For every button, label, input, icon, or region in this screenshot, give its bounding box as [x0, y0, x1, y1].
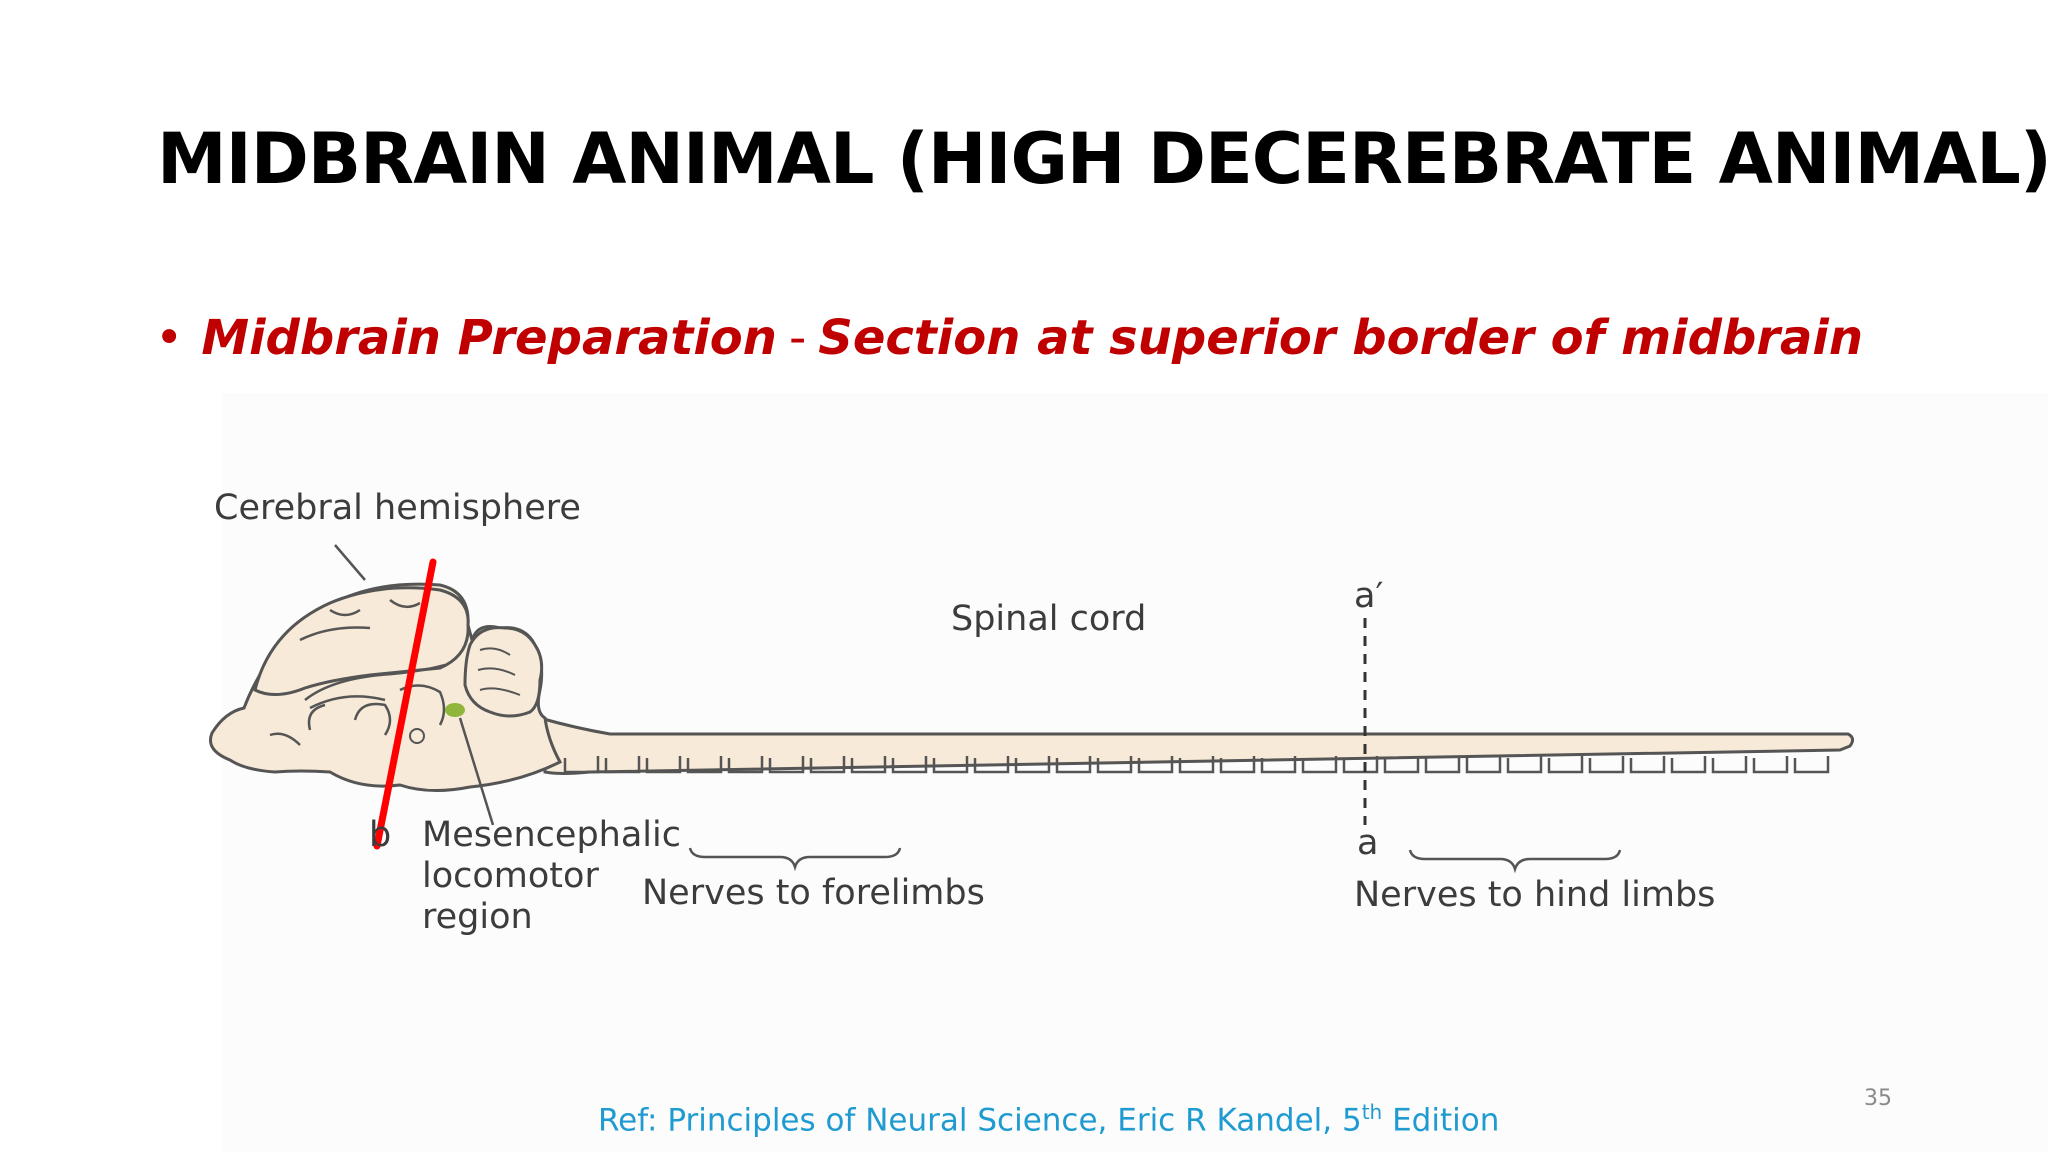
nerve-root	[1424, 756, 1461, 774]
label-locomotor: locomotor	[422, 856, 599, 896]
nerve-root	[727, 756, 764, 774]
nerve-root	[686, 756, 723, 774]
bullet-separator: -	[788, 310, 807, 366]
nerve-root	[1670, 756, 1707, 774]
bullet-marker: •	[155, 310, 184, 366]
nerve-root	[563, 756, 600, 774]
cerebellum	[463, 626, 544, 718]
cerebellum-folds	[477, 647, 521, 696]
nerve-root	[1301, 756, 1338, 774]
nerve-root	[850, 756, 887, 774]
nerve-root	[932, 756, 969, 774]
reference-text: Ref: Principles of Neural Science, Eric …	[598, 1100, 1499, 1138]
nerve-root	[1752, 756, 1789, 774]
locomotor-region-marker	[445, 703, 465, 717]
nerve-root	[1260, 756, 1297, 774]
hindlimbs-brace	[1408, 849, 1622, 874]
reference-superscript: th	[1361, 1100, 1383, 1124]
forelimbs-brace	[688, 847, 902, 872]
reference-prefix: Ref: Principles of Neural Science, Eric …	[598, 1102, 1362, 1139]
nerve-root	[1096, 756, 1133, 774]
nerve-root	[1219, 756, 1256, 774]
nerve-root	[1014, 756, 1051, 774]
nerve-root	[1137, 756, 1174, 774]
reference-suffix: Edition	[1382, 1102, 1500, 1139]
midbrain-section-line	[373, 558, 437, 850]
nerve-root	[1465, 756, 1502, 774]
nerve-root	[1588, 756, 1625, 774]
label-a-prime: a′	[1354, 576, 1384, 616]
brainstem-nucleus	[409, 728, 425, 744]
bullet-term: Midbrain Preparation	[201, 310, 777, 366]
label-nerves-forelimbs: Nerves to forelimbs	[642, 873, 985, 913]
nerve-root	[1711, 756, 1748, 774]
label-spinal-cord: Spinal cord	[951, 599, 1147, 639]
nerve-root	[973, 756, 1010, 774]
bullet-description: Section at superior border of midbrain	[818, 310, 1864, 366]
nerve-root	[1055, 756, 1092, 774]
label-b: b	[369, 815, 392, 855]
nerve-root	[1629, 756, 1666, 774]
cerebral-hemisphere-leader	[334, 544, 366, 581]
spinal-cord	[538, 715, 1855, 775]
nerve-roots	[563, 756, 1830, 774]
page-number: 35	[1864, 1086, 1892, 1111]
nerve-root	[1506, 756, 1543, 774]
label-nerves-hindlimbs: Nerves to hind limbs	[1354, 875, 1716, 915]
nerve-root	[1342, 756, 1379, 774]
nerve-root	[891, 756, 928, 774]
nerve-root	[645, 756, 682, 774]
label-region: region	[422, 897, 533, 937]
nerve-root	[809, 756, 846, 774]
label-a: a	[1357, 823, 1379, 863]
bullet-item: • Midbrain Preparation-Section at superio…	[155, 310, 1863, 366]
nerve-root	[1547, 756, 1584, 774]
nerve-root	[1383, 756, 1420, 774]
slide-title: MIDBRAIN ANIMAL (HIGH DECEREBRATE ANIMAL…	[157, 118, 2048, 200]
nerve-root	[604, 756, 641, 774]
nerve-root	[1178, 756, 1215, 774]
nerve-root	[1793, 756, 1830, 774]
locomotor-region-leader	[458, 717, 495, 826]
nerve-root	[768, 756, 805, 774]
label-cerebral-hemisphere: Cerebral hemisphere	[214, 488, 581, 528]
label-mesencephalic: Mesencephalic	[422, 815, 681, 855]
